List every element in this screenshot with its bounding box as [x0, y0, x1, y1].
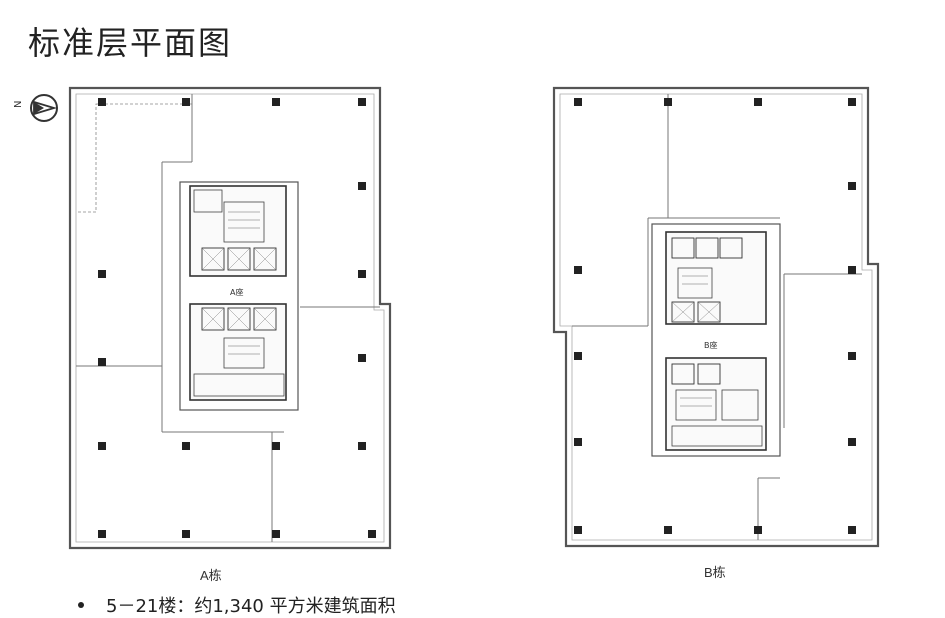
core-label-a: A座	[230, 287, 243, 297]
core-label-b: B座	[704, 340, 718, 350]
area-summary-text: 5－21楼：约1,340 平方米建筑面积	[106, 596, 396, 617]
floor-plan-b: B座	[552, 86, 880, 548]
page-title: 标准层平面图	[28, 24, 233, 62]
floor-plan-a: A座	[68, 86, 392, 550]
caption-building-a: A栋	[200, 568, 222, 583]
north-arrow-icon: N	[13, 94, 58, 122]
north-label: N	[13, 101, 24, 108]
bullet-icon	[78, 602, 84, 608]
caption-building-b: B栋	[704, 565, 726, 580]
area-summary: 5－21楼：约1,340 平方米建筑面积	[78, 592, 396, 618]
north-arrow: N	[6, 88, 62, 128]
